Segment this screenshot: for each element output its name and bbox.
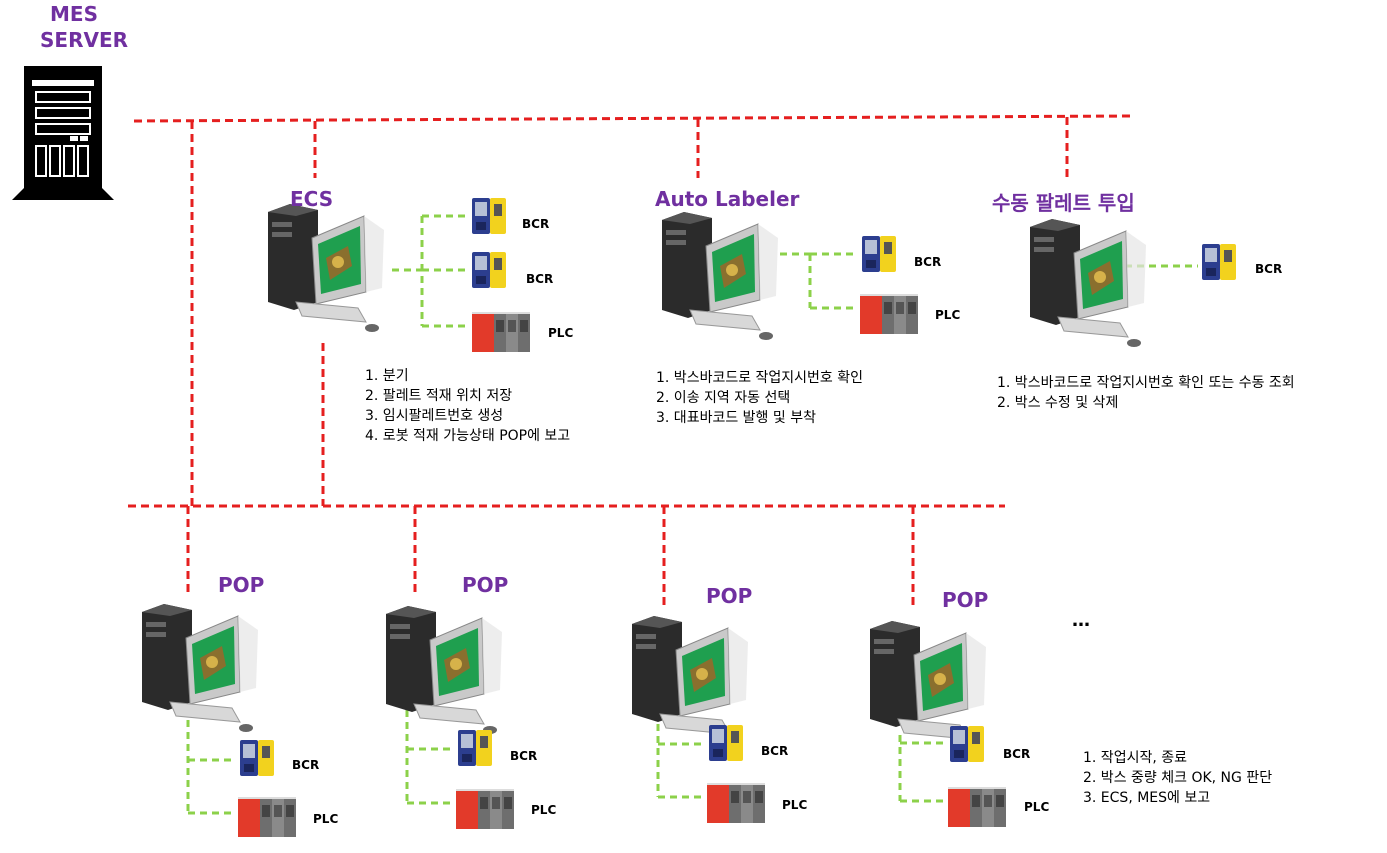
- pop-notes: 1. 작업시작, 종료 2. 박스 중량 체크 OK, NG 판단 3. ECS…: [1083, 748, 1272, 808]
- pop3-label: POP: [706, 584, 753, 608]
- pop4-plc-label: PLC: [1024, 800, 1050, 814]
- pop1-computer-icon: [141, 603, 259, 733]
- pop4-label: POP: [942, 588, 989, 612]
- pop2-bcr-icon: [458, 730, 492, 766]
- pop3-plc-label: PLC: [782, 798, 808, 812]
- ecs-bcr2-label: BCR: [526, 272, 554, 286]
- ecs-bcr1-label: BCR: [522, 217, 550, 231]
- pop3-bcr-label: BCR: [761, 744, 789, 758]
- pop1-plc-icon: [238, 797, 296, 837]
- mes-server-label-line2: SERVER: [40, 28, 129, 52]
- pop-note: 2. 박스 중량 체크 OK, NG 판단: [1083, 770, 1273, 786]
- pop-note: 3. ECS, MES에 보고: [1083, 790, 1211, 806]
- pop2-plc-label: PLC: [531, 803, 557, 817]
- pop1-plc-label: PLC: [313, 812, 339, 826]
- pop1-bcr-label: BCR: [292, 758, 320, 772]
- labeler-notes: 1. 박스바코드로 작업지시번호 확인 2. 이송 지역 자동 선택 3. 대표…: [656, 368, 863, 428]
- pop3-bcr-icon: [709, 725, 743, 761]
- pop3-computer-icon: [631, 615, 749, 745]
- ecs-note: 4. 로봇 적재 가능상태 POP에 보고: [365, 428, 571, 444]
- pop2-computer-icon: [385, 605, 503, 735]
- ecs-bcr1-icon: [472, 198, 506, 234]
- ecs-computer-icon: [267, 203, 385, 333]
- labeler-computer-icon: [661, 211, 779, 341]
- pop1-bcr-icon: [240, 740, 274, 776]
- top-network-line: [133, 114, 1131, 123]
- ecs-bcr2-icon: [472, 252, 506, 288]
- ecs-note: 2. 팔레트 적재 위치 저장: [365, 388, 513, 404]
- manual-notes: 1. 박스바코드로 작업지시번호 확인 또는 수동 조회 2. 박스 수정 및 …: [997, 373, 1295, 413]
- ecs-label: ECS: [290, 187, 334, 211]
- manual-bcr-icon: [1202, 244, 1236, 280]
- pop4-plc-icon: [948, 787, 1006, 827]
- pop3-plc-icon: [707, 783, 765, 823]
- labeler-plc-icon: [860, 294, 918, 334]
- pop2-plc-icon: [456, 789, 514, 829]
- ecs-notes: 1. 분기 2. 팔레트 적재 위치 저장 3. 임시팔레트번호 생성 4. 로…: [365, 366, 570, 446]
- pop2-bcr-label: BCR: [510, 749, 538, 763]
- ecs-note: 3. 임시팔레트번호 생성: [365, 408, 504, 424]
- network-lines: [128, 114, 1131, 608]
- mes-server-label-line1: MES: [50, 2, 98, 26]
- auto-labeler-label: Auto Labeler: [655, 187, 800, 211]
- ecs-plc-icon: [472, 312, 530, 352]
- labeler-bcr-label: BCR: [914, 255, 942, 269]
- labeler-note: 3. 대표바코드 발행 및 부착: [656, 410, 816, 426]
- manual-note: 2. 박스 수정 및 삭제: [997, 395, 1119, 411]
- ecs-note: 1. 분기: [365, 368, 409, 384]
- more-pops-ellipsis: …: [1072, 610, 1092, 631]
- labeler-bcr-icon: [862, 236, 896, 272]
- pop4-bcr-label: BCR: [1003, 747, 1031, 761]
- pop-note: 1. 작업시작, 종료: [1083, 750, 1187, 766]
- labeler-note: 1. 박스바코드로 작업지시번호 확인: [656, 370, 864, 386]
- labeler-plc-label: PLC: [935, 308, 961, 322]
- ecs-plc-label: PLC: [548, 326, 574, 340]
- pop1-label: POP: [218, 573, 265, 597]
- mes-server-icon: [11, 65, 115, 201]
- labeler-note: 2. 이송 지역 자동 선택: [656, 390, 791, 406]
- manual-computer-icon: [1029, 218, 1147, 348]
- pop4-bcr-icon: [950, 726, 984, 762]
- pop2-label: POP: [462, 573, 509, 597]
- manual-bcr-label: BCR: [1255, 262, 1283, 276]
- manual-note: 1. 박스바코드로 작업지시번호 확인 또는 수동 조회: [997, 375, 1295, 391]
- manual-pallet-label: 수동 팔레트 투입: [992, 191, 1135, 215]
- device-lines: [186, 214, 1198, 815]
